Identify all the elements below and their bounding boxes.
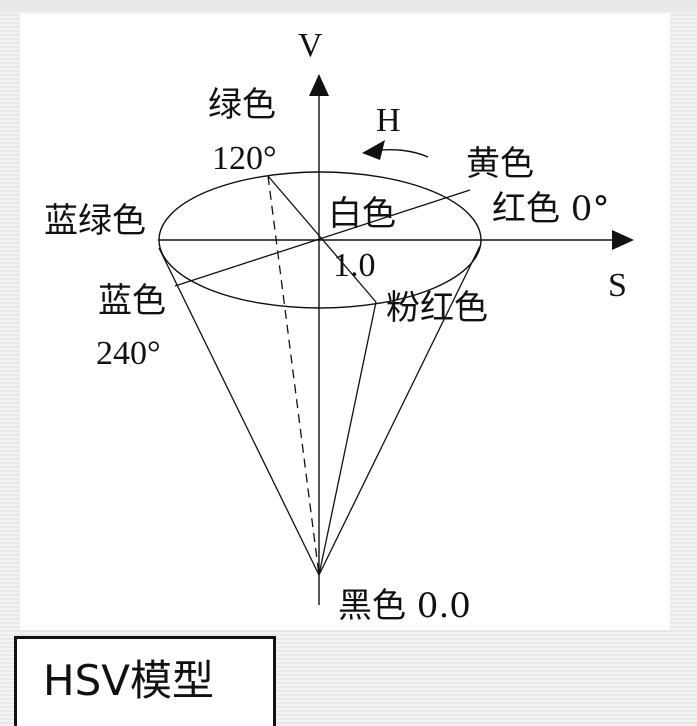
hue-rotation-arrowhead: [362, 140, 385, 160]
cone-magenta-edge: [318, 301, 377, 576]
v-axis-label: V: [298, 27, 323, 64]
hue-line-yellow-blue: [174, 189, 471, 287]
s-axis-arrowhead: [612, 230, 634, 250]
caption-title: HSV模型: [43, 656, 214, 705]
cone-hidden-edge: [267, 175, 320, 576]
blue-angle-label: 240°: [96, 335, 161, 372]
caption-box: HSV模型: [14, 636, 276, 726]
hue-line-green-magenta: [267, 175, 377, 303]
top-band: [0, 0, 697, 12]
magenta-label: 粉红色: [386, 288, 488, 328]
white-label: 白色: [328, 194, 396, 234]
cone-left-edge: [158, 247, 320, 576]
cone-right-edge: [318, 245, 481, 576]
yellow-label: 黄色: [466, 144, 534, 184]
cone-top-ellipse: [158, 171, 482, 309]
hue-label: H: [376, 102, 401, 139]
cyan-label: 蓝绿色: [44, 201, 146, 241]
white-value-label: 1.0: [333, 247, 376, 284]
green-angle-label: 120°: [212, 140, 277, 177]
red-label: 红色 0°: [492, 189, 609, 229]
green-label: 绿色: [208, 85, 276, 125]
v-axis-arrowhead: [309, 74, 329, 96]
black-label: 黑色 0.0: [338, 586, 471, 626]
blue-label: 蓝色: [98, 281, 166, 321]
s-axis-label: S: [608, 267, 627, 304]
diagram-panel: [20, 14, 670, 630]
